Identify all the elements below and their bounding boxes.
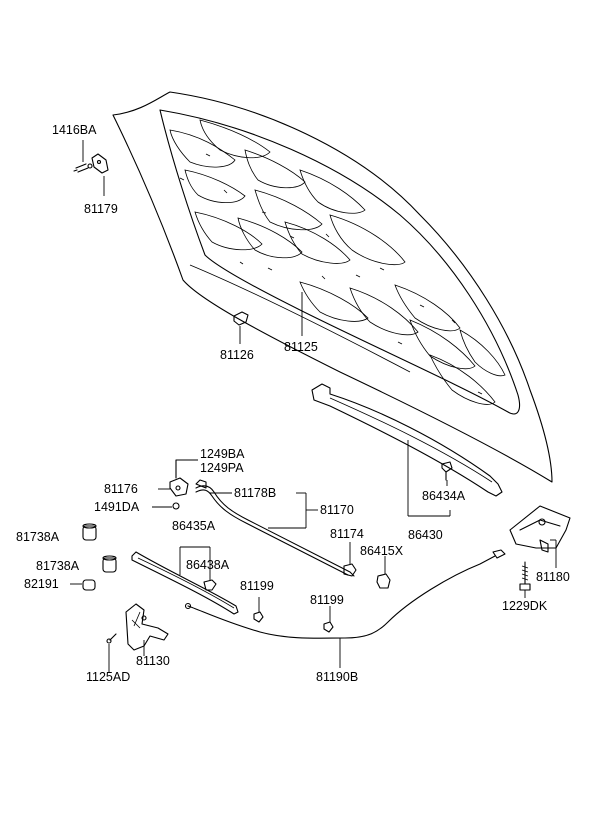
label-81738A-lower: 81738A xyxy=(36,559,80,573)
release-cable-81190B xyxy=(184,549,506,639)
label-81126: 81126 xyxy=(220,348,254,362)
bumper-81126 xyxy=(233,311,249,326)
bolt-1416BA xyxy=(73,163,93,173)
seal-strip-86435A xyxy=(131,551,239,615)
hood-frame-holes xyxy=(179,153,483,395)
label-81174: 81174 xyxy=(330,527,364,541)
label-81199-right: 81199 xyxy=(310,593,344,607)
label-86434A: 86434A xyxy=(422,489,466,503)
label-82191: 82191 xyxy=(24,577,59,591)
plug-82191 xyxy=(82,579,96,591)
label-81130: 81130 xyxy=(136,654,170,668)
label-86430: 86430 xyxy=(408,528,443,542)
hood-panel xyxy=(112,91,553,483)
label-81179: 81179 xyxy=(84,202,118,216)
label-81178B: 81178B xyxy=(234,486,276,500)
clip-81199-right xyxy=(323,621,334,633)
label-1491DA: 1491DA xyxy=(94,500,140,514)
label-81125: 81125 xyxy=(284,340,318,354)
clip-81199-left xyxy=(253,611,264,623)
label-1416BA: 1416BA xyxy=(52,123,97,137)
label-81190B: 81190B xyxy=(316,670,358,684)
bumper-81738A-upper xyxy=(82,523,97,541)
label-81199-left: 81199 xyxy=(240,579,274,593)
label-1125AD: 1125AD xyxy=(86,670,130,684)
label-1229DK: 1229DK xyxy=(502,599,548,613)
label-1249PA: 1249PA xyxy=(200,461,244,475)
part-labels: 1416BA 81179 81126 81125 1249BA 1249PA 8… xyxy=(16,123,570,684)
label-86435A: 86435A xyxy=(172,519,216,533)
clip-86434A xyxy=(441,461,453,481)
clip-86415X xyxy=(376,573,391,589)
weatherstrip-86430 xyxy=(311,383,503,497)
stay-rod-81170 xyxy=(195,479,355,577)
clip-86438A xyxy=(203,579,217,591)
release-lever-81130 xyxy=(125,603,169,651)
label-81738A-upper: 81738A xyxy=(16,530,60,544)
label-81170: 81170 xyxy=(320,503,354,517)
bumper-81738A-lower xyxy=(102,555,117,573)
label-81176: 81176 xyxy=(104,482,138,496)
clip-81174 xyxy=(343,563,357,577)
stay-rod-holder-81176 xyxy=(169,459,189,510)
label-81180: 81180 xyxy=(536,570,570,584)
screw-1125AD xyxy=(106,633,117,644)
latch-81180 xyxy=(509,505,571,553)
label-86415X: 86415X xyxy=(360,544,404,558)
bolt-1229DK xyxy=(519,561,531,591)
hood-inner-frame xyxy=(169,119,506,405)
bracket-81179 xyxy=(91,153,109,174)
label-86438A: 86438A xyxy=(186,558,230,572)
label-1249BA: 1249BA xyxy=(200,447,245,461)
